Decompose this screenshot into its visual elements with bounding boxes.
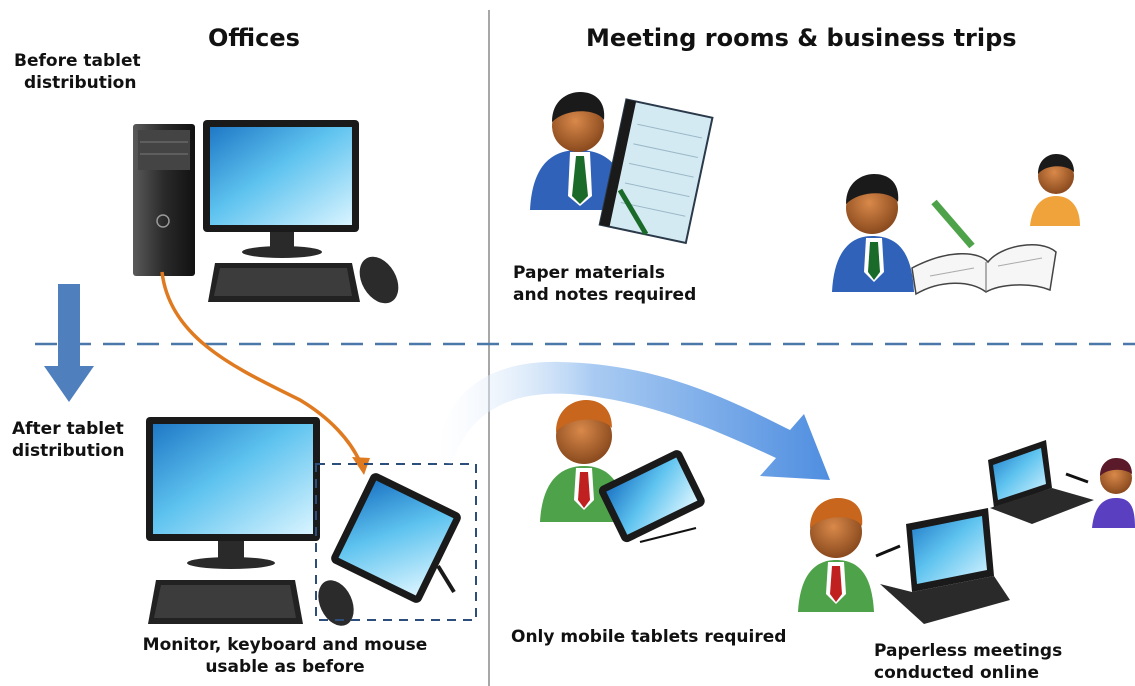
after-label: After tablet distribution bbox=[12, 418, 124, 462]
paper-label-line2: and notes required bbox=[513, 285, 697, 305]
mobile-label: Only mobile tablets required bbox=[511, 627, 787, 647]
after-label-line1: After tablet bbox=[12, 419, 124, 439]
paper-label: Paper materials and notes required bbox=[513, 262, 696, 306]
paper-label-line1: Paper materials bbox=[513, 263, 665, 283]
curve-arrow bbox=[436, 361, 830, 480]
paperless-label-line1: Paperless meetings bbox=[874, 641, 1063, 661]
cable-arrowhead-icon bbox=[352, 457, 370, 475]
person-orange-shirt-icon bbox=[1030, 154, 1080, 226]
peripherals-label-line1: Monitor, keyboard and mouse bbox=[142, 635, 428, 655]
connection-line-2 bbox=[1065, 472, 1089, 484]
desktop-tower-icon bbox=[133, 124, 195, 276]
tablet-dock-box bbox=[315, 463, 477, 621]
person-with-paper-icon bbox=[530, 92, 628, 210]
paperless-label-line2: conducted online bbox=[874, 663, 1040, 683]
monitor-icon bbox=[203, 120, 359, 258]
green-pen-icon bbox=[931, 199, 975, 249]
peripherals-label-line2: usable as before bbox=[205, 657, 365, 677]
keyboard-icon bbox=[208, 263, 360, 302]
down-arrow-icon bbox=[44, 284, 94, 402]
mouse-icon bbox=[359, 256, 399, 304]
pen-icon bbox=[617, 188, 649, 236]
offices-header: Offices bbox=[208, 24, 300, 52]
after-label-line2: distribution bbox=[12, 441, 125, 461]
after-monitor-icon bbox=[146, 417, 320, 569]
laptop-back-icon bbox=[988, 440, 1094, 524]
person-purple-shirt-icon bbox=[1092, 458, 1135, 528]
person-blue-suit-icon bbox=[832, 174, 914, 292]
cable-arrow bbox=[160, 271, 362, 463]
laptop-front-icon bbox=[880, 508, 1010, 624]
before-label-line2: distribution bbox=[24, 73, 137, 93]
before-label: Before tablet distribution bbox=[14, 50, 141, 94]
tablet-stand bbox=[436, 564, 456, 594]
paperless-label: Paperless meetings conducted online bbox=[874, 640, 1062, 684]
person-green-suit-2-icon bbox=[798, 498, 874, 612]
person-green-suit-icon bbox=[540, 400, 626, 522]
before-label-line1: Before tablet bbox=[14, 51, 141, 71]
connection-line-1 bbox=[875, 544, 901, 558]
after-keyboard-icon bbox=[148, 580, 303, 624]
handheld-tablet-icon bbox=[598, 450, 705, 543]
open-notebook-icon bbox=[911, 244, 1057, 296]
motion-line bbox=[639, 527, 697, 543]
peripherals-label: Monitor, keyboard and mouse usable as be… bbox=[140, 634, 430, 678]
docked-tablet-icon bbox=[331, 473, 461, 603]
after-mouse-icon bbox=[318, 580, 354, 626]
paper-notebook-icon bbox=[598, 98, 714, 245]
meeting-rooms-header: Meeting rooms & business trips bbox=[586, 24, 1017, 52]
